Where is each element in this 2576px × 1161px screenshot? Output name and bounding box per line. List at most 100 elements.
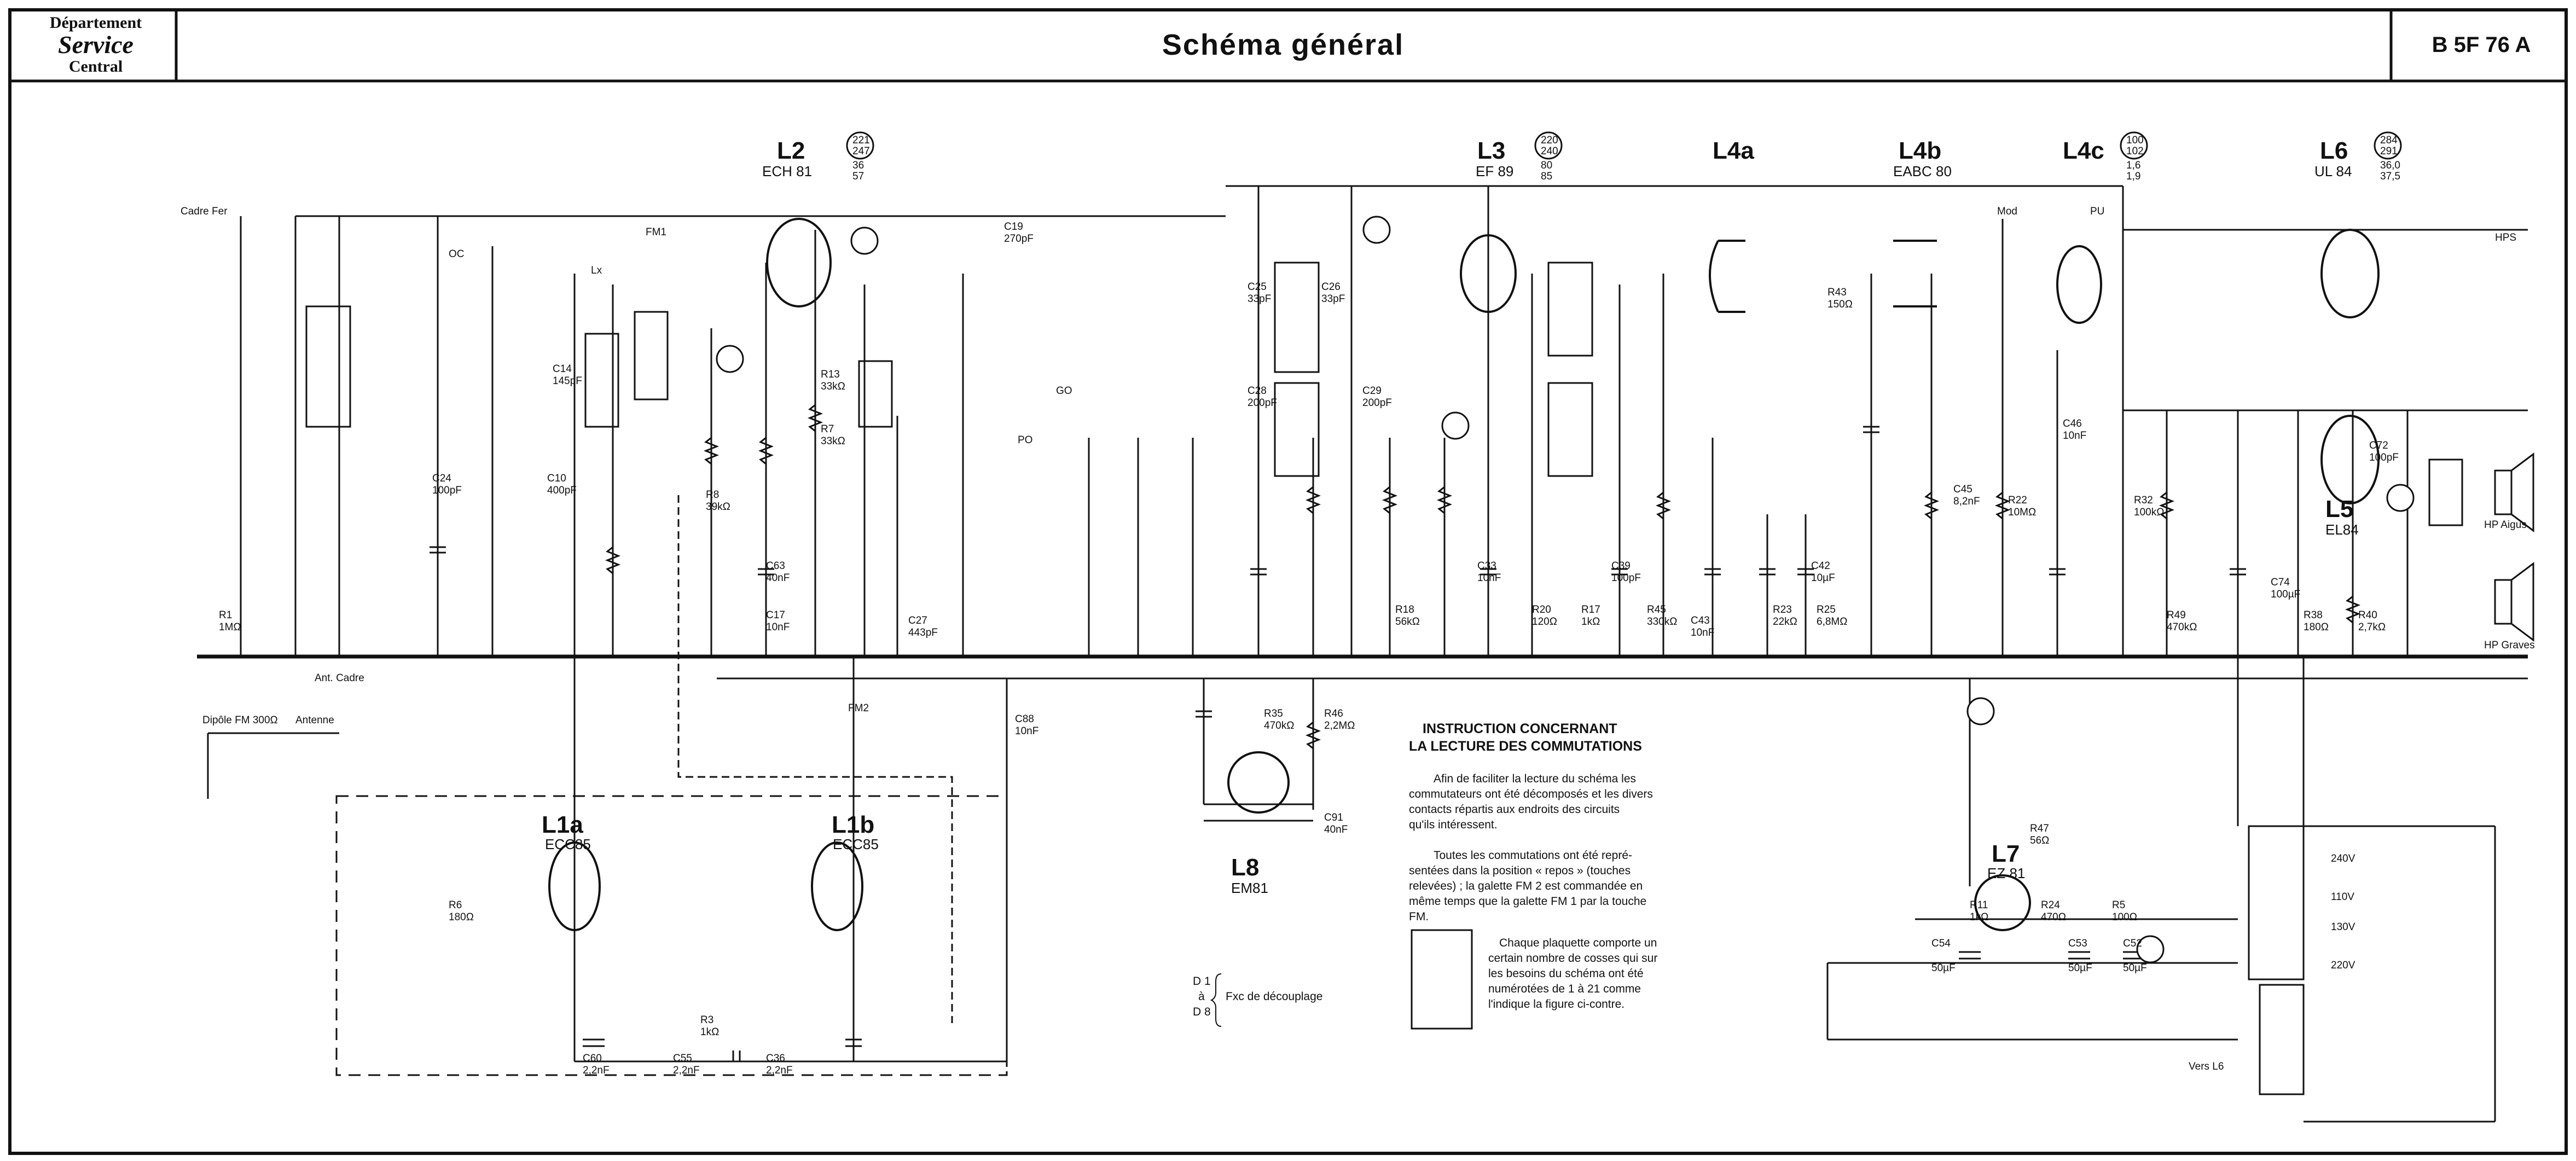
component-values: C25 33pF C26 33pF C19 270pF C28 200pF C2… [219, 221, 2399, 1076]
tube-l3-type: EF 89 [1476, 163, 1513, 179]
comp-c63-val: 40nF [766, 572, 790, 584]
comp-c60-val: 2,2nF [583, 1065, 610, 1076]
comp-r32: R32 [2134, 495, 2153, 506]
instruction-para2-line1: Toutes les commutations ont été repré- [1434, 849, 1632, 862]
tube-l2-label: L2 [777, 137, 805, 164]
tube-labels: L2 ECH 81 221 247 36 57 L3 EF 89 220 240… [542, 135, 2400, 896]
comp-c28-val: 200pF [1248, 397, 1277, 409]
comp-c74: C74 [2271, 577, 2290, 588]
comp-r25: R25 [1817, 604, 1836, 616]
comp-c39: C39 [1611, 560, 1631, 572]
ground-bus [197, 185, 2528, 680]
comp-r38: R38 [2304, 609, 2323, 621]
comp-c33-val: 10nF [1477, 572, 1501, 584]
comp-c17-val: 10nF [766, 622, 790, 633]
comp-r46: R46 [1324, 708, 1343, 719]
comp-r45-val: 330kΩ [1647, 616, 1677, 628]
comp-c39-val: 100pF [1611, 572, 1641, 584]
comp-r24-val: 470Ω [2041, 912, 2066, 923]
comp-c25: C25 [1248, 281, 1267, 293]
tube-glyphs [548, 218, 2380, 931]
comp-r8-val: 39kΩ [706, 501, 730, 513]
comp-c42-val: 10µF [1811, 572, 1835, 584]
comp-c33: C33 [1477, 560, 1496, 572]
label-lx: Lx [591, 265, 602, 276]
label-po: PO [1018, 434, 1032, 446]
tube-l6-pin-1: 284 [2380, 135, 2398, 146]
decoupling-d1: D 1 [1193, 975, 1211, 988]
comp-r17-val: 1kΩ [1581, 616, 1600, 628]
comp-c26: C26 [1321, 281, 1341, 293]
tube-l4c-label: L4c [2063, 137, 2104, 164]
label-mod: Mod [1997, 206, 2017, 217]
comp-c53-val: 50µF [2068, 962, 2092, 974]
instruction-title-2: LA LECTURE DES COMMUTATIONS [1409, 739, 1642, 754]
comp-r5: R5 [2112, 899, 2125, 911]
comp-r43-val: 150Ω [1827, 299, 1853, 310]
comp-c46: C46 [2063, 418, 2082, 429]
instruction-para1-line2: commutateurs ont été décomposés et les d… [1409, 788, 1653, 800]
tube-l8-type: EM81 [1231, 880, 1268, 896]
comp-c29: C29 [1362, 385, 1382, 397]
comp-c10-val: 400pF [547, 485, 577, 496]
page-title: Schéma général [1162, 28, 1405, 61]
comp-r1-val: 1MΩ [219, 622, 241, 633]
decoupling-d8: D 8 [1193, 1006, 1211, 1018]
tube-l7-label: L7 [1992, 840, 2020, 867]
comp-c25-val: 33pF [1248, 293, 1271, 305]
label-antenne: Antenne [295, 715, 334, 726]
comp-r3: R3 [700, 1014, 713, 1026]
comp-c14: C14 [553, 363, 572, 375]
comp-r23: R23 [1773, 604, 1792, 616]
label-ant-cadre: Ant. Cadre [315, 672, 364, 684]
fm-tuner-block [335, 795, 1008, 1076]
comp-r11: R11 [1970, 899, 1988, 911]
misc-labels: Cadre Fer Antenne Dipôle FM 300Ω Ant. Ca… [181, 206, 2535, 1072]
comp-c52: C52 [2123, 938, 2142, 949]
tube-l4c-pin-3: 1,6 [2126, 160, 2140, 171]
comp-r47: R47 [2030, 823, 2049, 834]
tube-l4c-pin-4: 1,9 [2126, 171, 2140, 182]
comp-c88-val: 10nF [1015, 725, 1038, 737]
decoupling-label: Fxc de découplage [1226, 990, 1322, 1003]
tube-l3-pin-3: 80 [1541, 160, 1552, 171]
instruction-para1-line4: qu'ils intéressent. [1409, 818, 1498, 831]
comp-r24: R24 [2041, 899, 2060, 911]
tube-l5-type: EL84 [2325, 521, 2359, 538]
label-fm1: FM1 [646, 227, 666, 238]
comp-r8: R8 [706, 489, 719, 501]
comp-c19-val: 270pF [1004, 233, 1034, 245]
label-fm2: FM2 [848, 703, 869, 714]
tube-l2-type: ECH 81 [762, 163, 812, 179]
comp-r20-val: 120Ω [1532, 616, 1557, 628]
comp-r20: R20 [1532, 604, 1551, 616]
comp-c27-val: 443pF [908, 627, 938, 638]
tube-l6-type: UL 84 [2314, 163, 2352, 179]
tube-l4c-pin-2: 102 [2126, 146, 2144, 157]
comp-c54-val: 50µF [1931, 962, 1956, 974]
comp-r35: R35 [1264, 708, 1283, 719]
comp-r7-val: 33kΩ [821, 436, 845, 447]
decoupling-brace [1210, 973, 1222, 1027]
comp-c43-val: 10nF [1691, 627, 1714, 638]
instruction-para3-line3: les besoins du schéma ont été [1488, 967, 1644, 980]
tube-l6-pin-2: 291 [2380, 146, 2398, 157]
instruction-block: INSTRUCTION CONCERNANT LA LECTURE DES CO… [1193, 721, 1657, 1030]
tube-l1b-type: ECC85 [833, 836, 879, 852]
comp-r23-val: 22kΩ [1773, 616, 1797, 628]
label-oc: OC [449, 248, 465, 260]
tube-l5-label: L5 [2325, 496, 2353, 523]
instruction-para3-line1: Chaque plaquette comporte un [1499, 937, 1657, 949]
comp-c53: C53 [2068, 938, 2087, 949]
comp-c26-val: 33pF [1321, 293, 1345, 305]
instruction-para2-line5: FM. [1409, 910, 1429, 923]
tube-l4b-type: EABC 80 [1893, 163, 1952, 179]
label-cadre: Cadre Fer [181, 206, 228, 217]
comp-c28: C28 [1248, 385, 1267, 397]
tube-l6-label: L6 [2320, 137, 2348, 164]
instruction-para1-line1: Afin de faciliter la lecture du schéma l… [1434, 773, 1636, 785]
label-240v: 240V [2331, 853, 2355, 864]
instruction-para1-line3: contacts répartis aux endroits des circu… [1409, 803, 1620, 816]
comp-c91: C91 [1324, 812, 1343, 823]
